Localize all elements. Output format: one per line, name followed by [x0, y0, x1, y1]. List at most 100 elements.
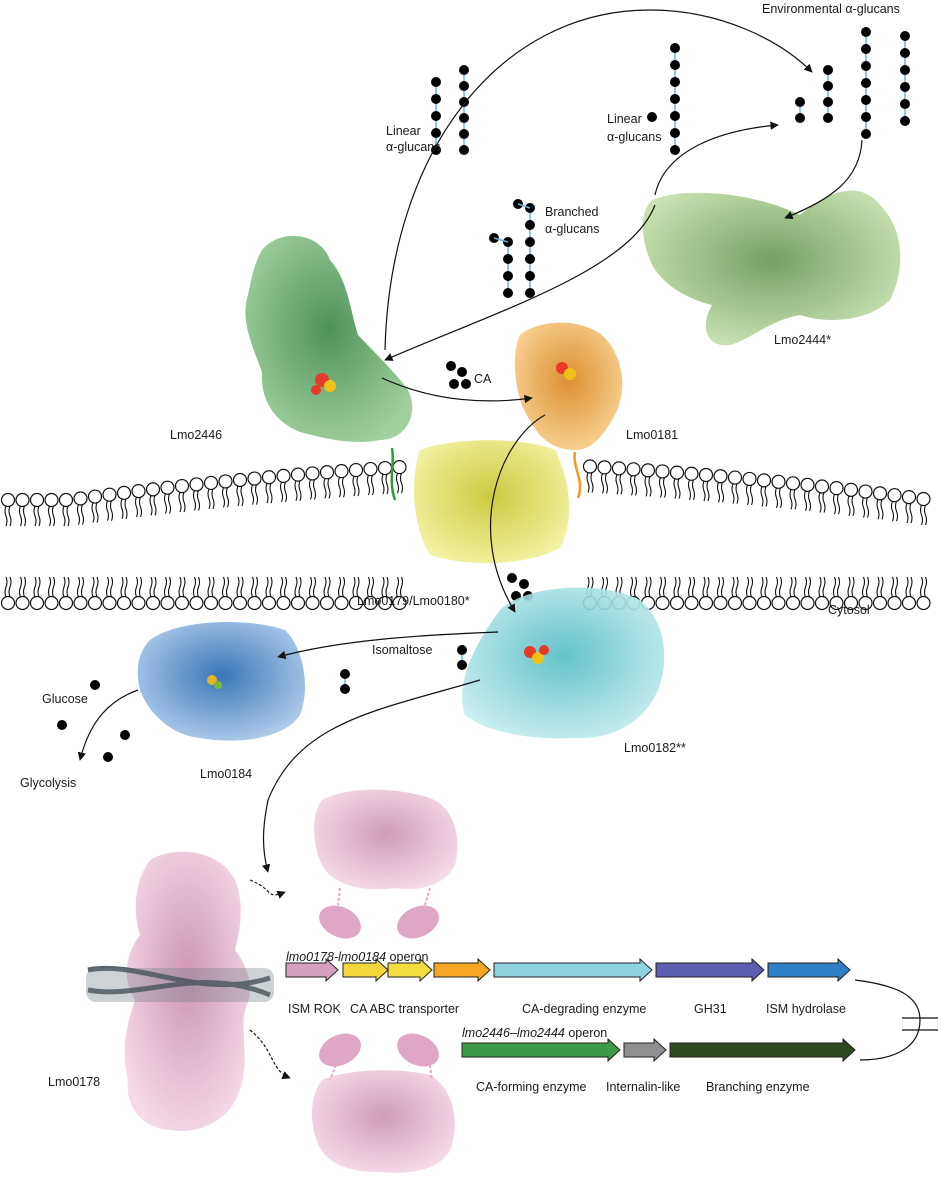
glucose-unit	[503, 271, 513, 281]
lipid-head-outer	[174, 478, 190, 513]
label-environmental-glucans: Environmental α-glucans	[762, 2, 900, 16]
glucose-unit	[431, 128, 441, 138]
label-branched-glucans-1: Branched	[545, 205, 599, 219]
lipid-head-outer	[218, 474, 233, 509]
label-lmo0182: Lmo0182**	[624, 741, 686, 755]
glucose-unit	[670, 145, 680, 155]
label-cytosol: Cytosol	[828, 603, 870, 617]
lipid-head-outer	[203, 475, 219, 510]
glucose-unit	[457, 660, 467, 670]
lipid-head-outer	[232, 472, 248, 507]
lipid-head-inner	[102, 576, 117, 611]
lipid-head-outer	[363, 461, 378, 496]
lipid-head-inner	[655, 576, 670, 611]
lipid-head-outer	[334, 464, 349, 498]
glucose-unit	[861, 61, 871, 71]
gene-label: CA ABC transporter	[350, 1002, 460, 1016]
lipid-head-inner	[669, 576, 685, 611]
glucose-unit	[900, 48, 910, 58]
lipid-head-outer	[597, 460, 612, 495]
lipid-head-outer	[727, 470, 743, 505]
gene-arrow	[433, 957, 491, 983]
lipid-head-inner	[698, 576, 714, 611]
glucose-unit	[525, 271, 535, 281]
glucose-unit	[525, 288, 535, 298]
lipid-head-inner	[756, 576, 772, 611]
lipid-head-inner	[174, 576, 190, 611]
label-isomaltose: Isomaltose	[372, 643, 433, 657]
glucose-unit	[670, 43, 680, 53]
label-glucose: Glucose	[42, 692, 88, 706]
label-lmo2446: Lmo2446	[170, 428, 223, 442]
protein-lmo2446	[245, 235, 413, 501]
lipid-head-inner	[58, 576, 74, 611]
glucose-unit	[861, 129, 871, 139]
gene-arrow	[387, 957, 433, 983]
lipid-head-outer	[829, 481, 844, 515]
lipid-head-inner	[887, 576, 902, 611]
lipid-head-outer	[785, 476, 801, 510]
lipid-head-inner	[684, 576, 699, 611]
glucose-unit	[670, 111, 680, 121]
lipid-head-outer	[611, 461, 627, 495]
protein-lmo2444	[642, 190, 901, 346]
label-glycolysis: Glycolysis	[20, 776, 77, 790]
lipid-head-outer	[901, 489, 917, 524]
lipid-head-inner	[713, 576, 728, 611]
lipid-head-outer	[640, 463, 656, 497]
glucose-unit	[459, 81, 469, 91]
lipid-head-inner	[276, 576, 291, 611]
lipid-head-inner	[800, 576, 815, 611]
lipid-head-inner	[771, 576, 786, 611]
glucose-unit	[431, 94, 441, 104]
lipid-head-outer	[814, 479, 830, 514]
lipid-head-outer	[290, 467, 306, 502]
operon-title-lmo2446-lmo2444: lmo2446–lmo2444 operon	[462, 1026, 608, 1040]
lipid-head-outer	[29, 492, 45, 527]
lipid-head-outer	[742, 471, 757, 506]
gene-arrow	[342, 957, 389, 983]
label-linear-glucans-left-1: Linear	[386, 124, 421, 138]
protein-lmo0184	[137, 621, 305, 741]
lipid-head-outer	[0, 492, 16, 527]
lipid-head-inner	[203, 576, 219, 611]
glucose-unit	[900, 99, 910, 109]
gene-arrow	[623, 1037, 667, 1063]
glucose-unit	[340, 669, 350, 679]
glucose-unit	[340, 684, 350, 694]
lipid-head-inner	[814, 576, 830, 611]
lipid-head-inner	[232, 576, 248, 611]
lipid-head-outer	[87, 489, 103, 524]
lipid-head-inner	[44, 576, 59, 611]
label-linear-glucans-mid-1: Linear	[607, 112, 642, 126]
lipid-head-inner	[116, 576, 132, 611]
gene-arrow	[655, 957, 765, 983]
lipid-head-outer	[800, 477, 815, 512]
lipid-head-inner	[29, 576, 45, 611]
label-linear-glucans-mid-2: α-glucans	[607, 130, 662, 144]
lipid-head-inner	[872, 576, 888, 611]
lipid-head-outer	[843, 482, 859, 517]
lipid-head-inner	[785, 576, 801, 611]
lipid-head-inner	[334, 576, 349, 611]
lipid-head-outer	[713, 469, 728, 503]
lipid-head-inner	[901, 576, 917, 611]
gene-label: ISM hydrolase	[766, 1002, 846, 1016]
lipid-head-inner	[319, 576, 335, 611]
lipid-head-inner	[916, 576, 931, 611]
lipid-head-outer	[305, 466, 320, 501]
label-lmo0178: Lmo0178	[48, 1075, 101, 1089]
operon-lmo2446-lmo2444-genes	[461, 1037, 856, 1063]
label-lmo2444: Lmo2444*	[774, 333, 831, 347]
lipid-head-inner	[145, 576, 161, 611]
glucose-unit	[823, 65, 833, 75]
lipid-head-outer	[73, 491, 88, 526]
lipid-head-outer	[145, 482, 161, 516]
glucose-unit	[525, 254, 535, 264]
glucose-unit	[670, 94, 680, 104]
operon-lmo0178-lmo0184-genes	[285, 957, 851, 983]
glucose-unit	[861, 95, 871, 105]
protein-lmo0178-dimer-bottom	[311, 1033, 455, 1173]
glucose-unit	[823, 81, 833, 91]
